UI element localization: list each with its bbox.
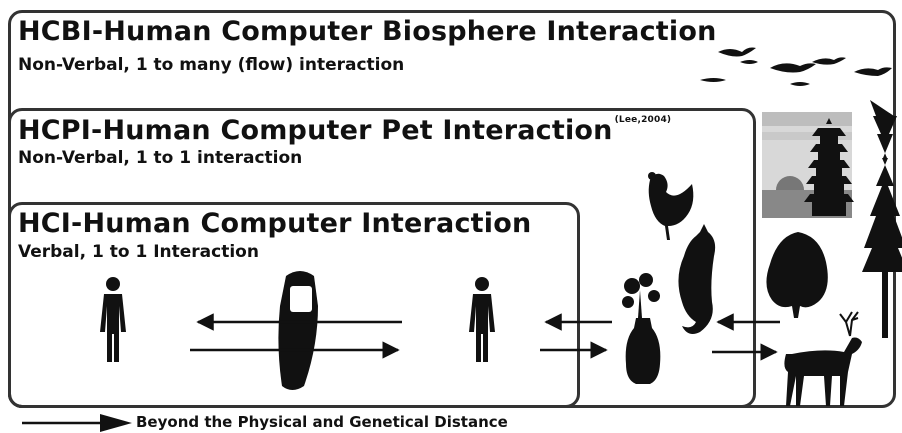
mobile-phone-icon [278,271,318,390]
hci-frame [8,202,580,408]
hci-title: HCI-Human Computer Interaction [18,208,532,239]
hcpi-title: HCPI-Human Computer Pet Interaction(Lee,… [18,115,671,146]
birds-icon [700,47,892,86]
cat-icon [678,224,716,334]
tree-icon [766,232,828,318]
hcbi-subtitle: Non-Verbal, 1 to many (flow) interaction [18,55,405,75]
flower-vase-icon [622,273,661,384]
arrow-icon [22,414,132,432]
rooster-icon [648,172,694,240]
hcpi-title-text: HCPI-Human Computer Pet Interaction [18,115,613,146]
hcpi-citation: (Lee,2004) [614,115,672,125]
pine-tree-icon [862,100,902,338]
pagoda-landscape-icon [762,112,854,218]
hcbi-title: HCBI-Human Computer Biosphere Interactio… [18,16,717,47]
hcpi-subtitle: Non-Verbal, 1 to 1 interaction [18,148,303,168]
person-icon [100,277,126,362]
person-icon [469,277,495,362]
deer-icon [784,311,862,406]
hci-subtitle: Verbal, 1 to 1 Interaction [18,242,259,262]
legend-label: Beyond the Physical and Genetical Distan… [136,413,508,431]
